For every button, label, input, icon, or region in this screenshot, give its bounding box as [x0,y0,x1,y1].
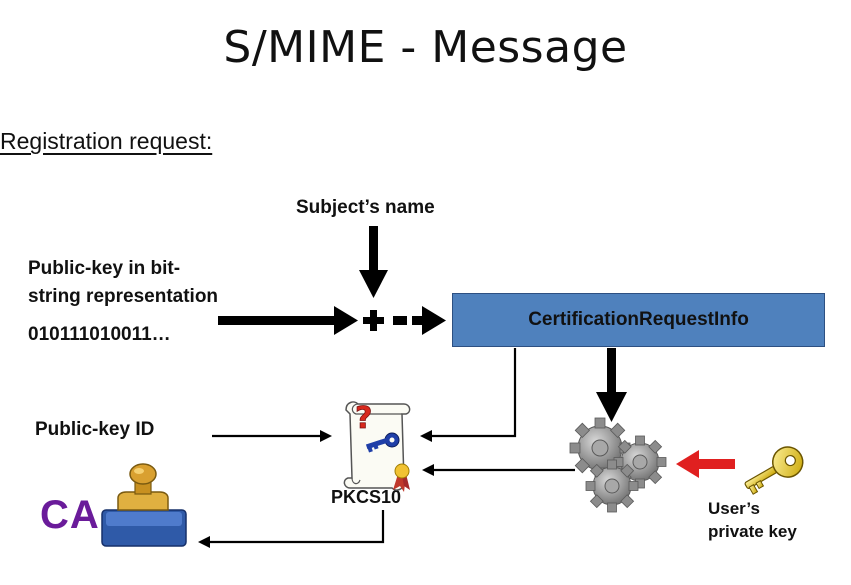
bitstring-label: 010111010011… [28,324,171,345]
svg-text:?: ? [355,401,372,436]
ca-label: CA [40,493,100,537]
plus-icon [363,310,384,331]
box-to-gears-arrow [596,348,627,422]
subject-down-arrow [359,226,388,298]
certification-request-info-label: CertificationRequestInfo [528,309,749,330]
private-key-arrow [676,450,735,478]
plus-to-box-arrow [393,306,446,335]
rubber-stamp-icon [101,463,187,547]
golden-key-icon [744,446,804,495]
pkcs10-label: PKCS10 [331,487,402,507]
gears-icon [569,417,667,513]
box-to-pkcs10-arrow [420,348,517,442]
blue-key-icon [365,432,400,453]
public-key-label-line2: string representation [28,286,219,307]
pkcs10-to-ca-arrow [198,510,385,548]
bitstring-to-plus-arrow [218,306,358,335]
certification-request-info-box: CertificationRequestInfo [452,293,825,347]
user-private-key-label-line2: private key [708,522,797,541]
public-key-label-line1: Public-key in bit- [28,258,181,279]
seal-ribbon-icon [393,463,410,492]
public-key-id-arrow [212,430,332,442]
subject-name-label: Subject’s name [296,197,435,218]
registration-request-heading: Registration request: [0,128,213,154]
public-key-id-label: Public-key ID [35,419,155,440]
gears-to-pkcs10-arrow [422,464,575,476]
user-private-key-label-line1: User’s [708,499,760,518]
slide-title: S/MIME - Message [223,22,628,73]
question-mark-icon: ? [355,401,373,437]
